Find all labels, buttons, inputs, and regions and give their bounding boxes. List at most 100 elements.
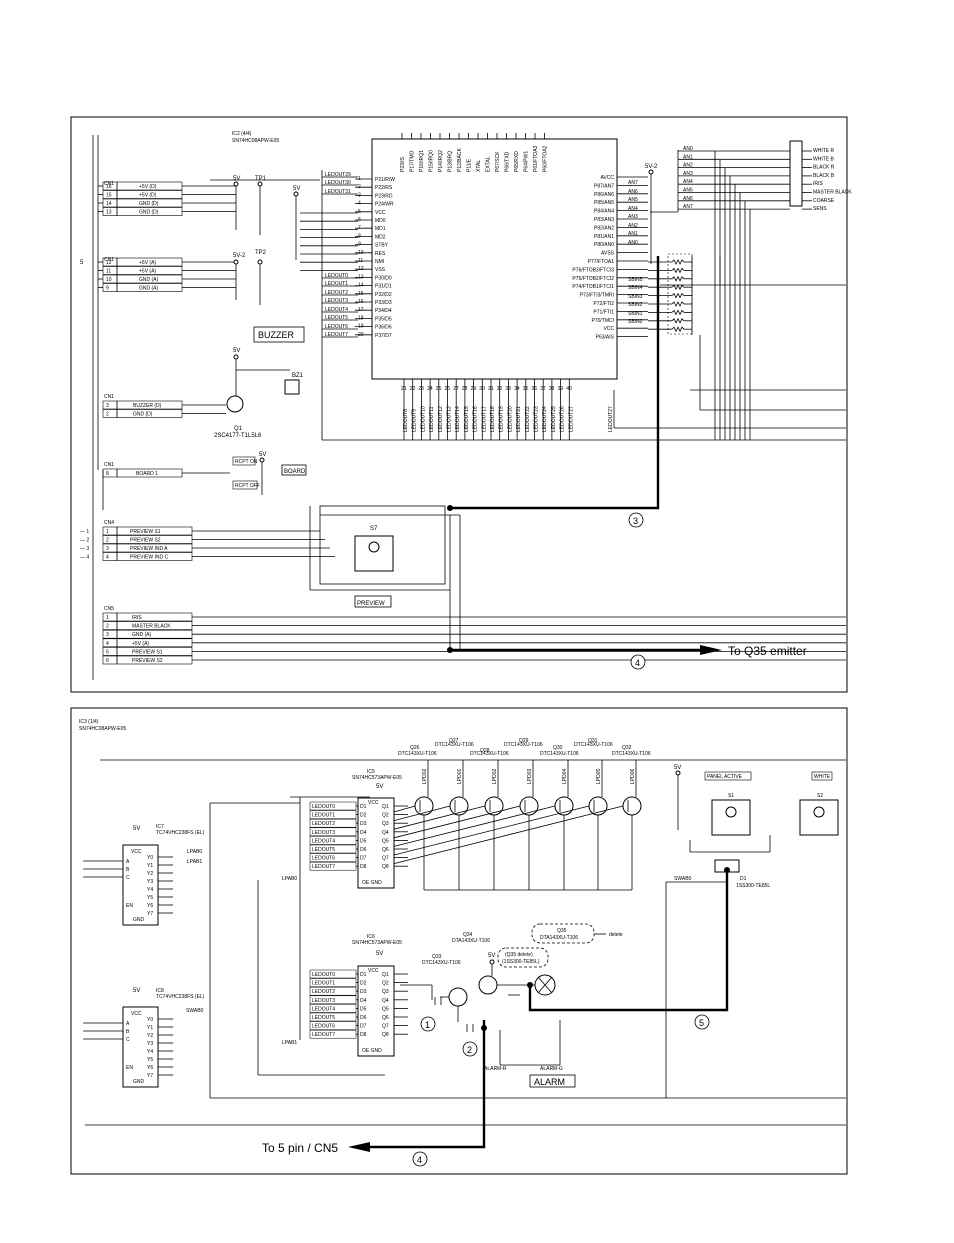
ic5-label: IC5 xyxy=(367,769,375,775)
svg-text:1: 1 xyxy=(425,1020,430,1030)
ledout-label: LEDOUT9 xyxy=(412,409,418,432)
pin-number: 3 xyxy=(106,546,109,552)
pin-name: P70/TMCI xyxy=(591,318,614,324)
signal-name: GND (A) xyxy=(139,277,159,283)
pin-number: 16 xyxy=(358,299,364,305)
latch-input-net: LEDOUT0 xyxy=(312,804,335,810)
v5-main-label: 5V xyxy=(293,186,300,192)
cn1-header: CN1 xyxy=(104,181,114,187)
decoder-input: A xyxy=(126,859,130,865)
net-label: LEDOUT7 xyxy=(325,332,348,338)
pin-number: 4 xyxy=(106,641,109,647)
tp1-label: TP1 xyxy=(255,176,267,182)
an-net-label: AN7 xyxy=(683,204,693,210)
cn5-header: CN5 xyxy=(104,606,114,612)
decoder-output: Y5 xyxy=(147,1057,153,1063)
decoder-vcc: VCC xyxy=(131,849,142,855)
pin-number: 35 xyxy=(523,386,529,392)
latch-pin-out: Q7 xyxy=(382,1024,389,1030)
resistor xyxy=(671,301,685,307)
an-signal-name: BLACK B xyxy=(813,173,835,179)
pin-number: 10 xyxy=(358,250,364,256)
latch-input-net: LEDOUT2 xyxy=(312,821,335,827)
latch-pin-out: Q1 xyxy=(382,804,389,810)
transistor-label: Q26 xyxy=(410,745,420,751)
decoder-output: Y1 xyxy=(147,863,153,869)
pin-number: 11 xyxy=(358,258,363,264)
an-signal-name: WHITE R xyxy=(813,148,834,154)
latch-oe: OE GND xyxy=(362,880,382,886)
pin-name: P82/AN2 xyxy=(594,225,614,231)
q34-part: DTA143XU-T106 xyxy=(452,938,490,944)
led-net-label: LPD01 xyxy=(457,768,463,784)
highlight-net-3 xyxy=(450,256,660,510)
rcpt-off-label: RCPT OFF xyxy=(235,483,260,489)
external-pin: — 4 xyxy=(80,555,89,561)
latch-pin-in: D5 xyxy=(360,1006,367,1012)
ledout-label: LEDOUT15 xyxy=(464,406,470,432)
ic5-part: SN74HC573APW-E05 xyxy=(352,775,402,781)
pin-name: P37/D7 xyxy=(375,333,392,339)
ic8-body xyxy=(122,1006,159,1088)
latch-pin-in: D1 xyxy=(360,972,367,978)
latch-input-net: LEDOUT6 xyxy=(312,1024,335,1030)
resistor xyxy=(671,317,685,324)
pin-number: 1 xyxy=(106,529,109,535)
ledout-label: LEDOUT16 xyxy=(473,406,479,432)
svg-text:(Q35 delete): (Q35 delete) xyxy=(505,952,533,958)
lpab1-label: LPAB1 xyxy=(187,859,202,865)
pin-number: 9 xyxy=(358,242,361,248)
pin-number: 19 xyxy=(358,324,364,330)
pin-number: 39 xyxy=(558,386,564,392)
net-label: LEDOUT0 xyxy=(325,273,348,279)
pin-name: P34/D4 xyxy=(375,308,392,314)
decoder-en: EN xyxy=(126,1065,133,1071)
pin-name: P33/D3 xyxy=(375,300,392,306)
d1-label: D1 xyxy=(740,876,747,882)
latch-pin-out: Q6 xyxy=(382,847,389,853)
decoder-input: C xyxy=(126,875,130,881)
left-net-labels: LEDOUT29LEDOUT30LEDOUT31LEDOUT0LEDOUT1LE… xyxy=(300,172,358,338)
pin-name: MD2 xyxy=(375,234,386,240)
pin-number: 17 xyxy=(358,307,364,313)
drive-wire xyxy=(393,805,590,856)
buzzer-title: BUZZER xyxy=(258,330,295,340)
pin-name: P67/SCK xyxy=(495,151,501,172)
pin-name: P87/AN7 xyxy=(594,183,614,189)
transistor-part: DTC143XU-T106 xyxy=(612,751,651,757)
q35-delete-group xyxy=(531,923,595,944)
pin-name: P36/D6 xyxy=(375,325,392,331)
transistor-label: Q28 xyxy=(480,748,490,754)
resistor xyxy=(671,326,685,333)
pin-number: 13 xyxy=(106,210,112,216)
pin-number: 21 xyxy=(401,386,407,392)
transistor-label: Q31 xyxy=(588,738,598,744)
transistor-part: DTC143XU-T106 xyxy=(470,751,509,757)
board-tag xyxy=(281,464,307,476)
pin-name: AVCC xyxy=(600,175,614,181)
resistor xyxy=(671,309,685,316)
pin-name: P11/E xyxy=(467,158,473,172)
ledout-label: LEDOUT12 xyxy=(438,406,444,432)
net-label: LEDOUT1 xyxy=(325,281,348,287)
latch-pin-out: Q1 xyxy=(382,972,389,978)
q33-label: Q33 xyxy=(432,954,442,960)
net-label: AN6 xyxy=(628,189,638,195)
net-label: SBIN1 xyxy=(628,311,643,317)
drive-wire xyxy=(393,805,416,813)
arrow-to-q35 xyxy=(700,645,722,655)
decoder-vcc: VCC xyxy=(131,1011,142,1017)
highlight-net-5 xyxy=(528,870,729,1012)
transistor-part: DTC143XU-T106 xyxy=(435,742,474,748)
an-net-label: AN5 xyxy=(683,188,693,194)
transistor-part: DTC143XU-T106 xyxy=(574,742,613,748)
led-driver-transistor xyxy=(622,796,642,816)
latch-pin-out: Q5 xyxy=(382,1006,389,1012)
svg-text:5V: 5V xyxy=(259,452,266,458)
pin-name: P23/IS xyxy=(400,156,406,172)
net-label: LEDOUT3 xyxy=(325,298,348,304)
board-title: BOARD xyxy=(284,469,306,475)
marker-1 xyxy=(420,1016,436,1032)
